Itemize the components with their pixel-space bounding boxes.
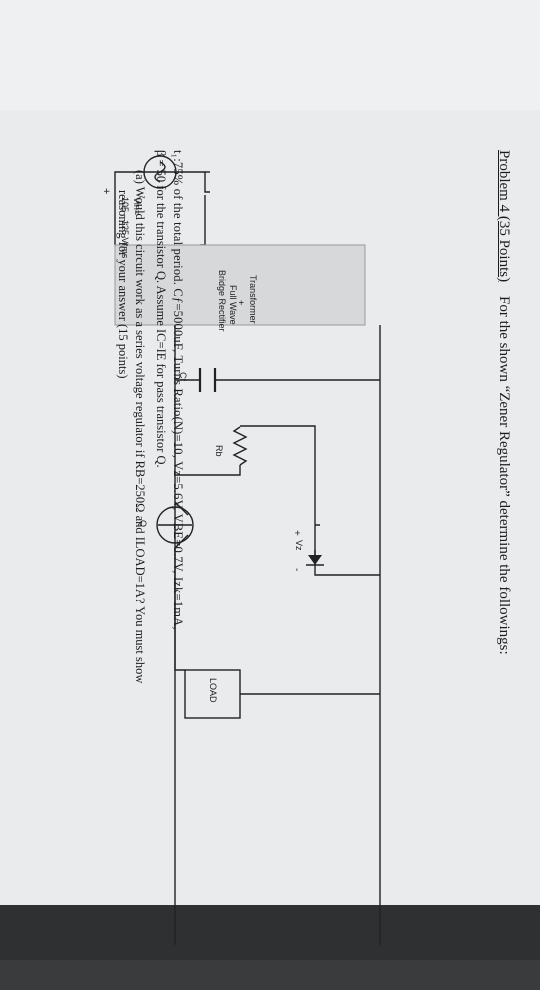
params-line-1: t₁:75% of the total period. Cƒ=5000uF, T… <box>171 150 185 630</box>
ac-source <box>143 155 177 189</box>
paper-sheet <box>0 0 540 960</box>
desk-background <box>0 905 540 960</box>
transistor-collector <box>174 501 189 516</box>
paper-top-fold <box>0 0 540 110</box>
transistor-q <box>156 506 194 544</box>
block-label-3: Full Wave <box>228 285 238 325</box>
question-a-line-2: reasoning for your answer (15 points) <box>116 190 130 379</box>
block-label-1: Transformer <box>248 275 258 324</box>
wire-to-load <box>174 548 185 671</box>
wire-zener <box>314 524 380 576</box>
resistor-rb <box>232 426 248 466</box>
rotated-page-content: Problem 4 (35 Points) For the shown “Zen… <box>0 110 540 990</box>
vz-label: Vz <box>294 540 304 551</box>
block-label-4: Bridge Rectifier <box>217 270 227 332</box>
vz-plus: + <box>291 530 302 536</box>
transformer-rectifier-block <box>114 244 366 326</box>
wire-source-top <box>160 171 210 193</box>
load-label: LOAD <box>208 678 218 703</box>
wire-rb-node <box>175 465 241 476</box>
vz-minus: - <box>291 568 302 572</box>
question-a-line-1: (a) Would this circuit work as a series … <box>133 170 147 684</box>
wire-rb-to-base <box>240 425 316 525</box>
circuit-diagram <box>114 155 381 945</box>
params-line-2: β = 50 for the transistor Q. Assume IC=I… <box>154 150 168 468</box>
zener-diode <box>308 555 322 565</box>
ac-sine <box>154 161 166 183</box>
wire-source-bottom <box>114 171 160 245</box>
rb-label: Rb <box>214 445 224 457</box>
source-plus: + <box>100 188 112 195</box>
transistor-emitter <box>174 534 189 549</box>
